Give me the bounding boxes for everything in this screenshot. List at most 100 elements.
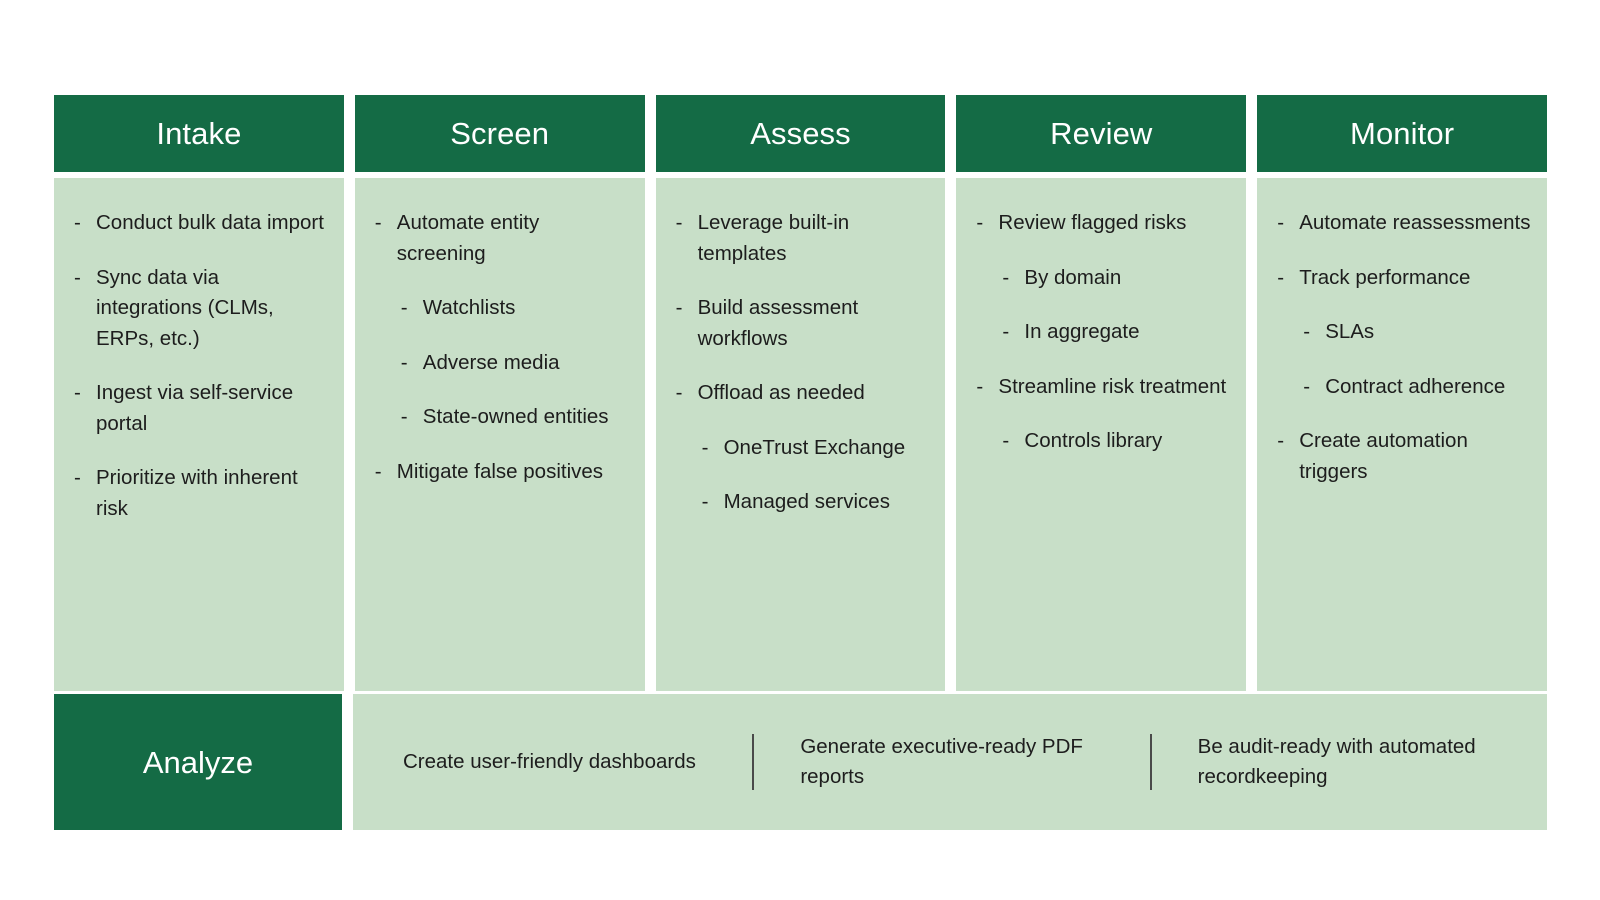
stage-body-screen: - Automate entity screening - Watchlists… [354, 178, 645, 691]
sub-list-item-label: Watchlists [422, 296, 516, 319]
list-item-label: Ingest via self-service portal [96, 381, 294, 435]
list-item-label: Conduct bulk data import [96, 211, 324, 234]
sub-list-item: - Watchlists [401, 293, 631, 324]
analyze-item-label: Be audit-ready with automated recordkeep… [1197, 734, 1476, 789]
list-item-label: Offload as needed [697, 381, 865, 404]
sub-list-item: - Controls library [1002, 426, 1232, 457]
list-item: - Automate entity screening [375, 208, 631, 269]
sub-list-item: - Adverse media [401, 348, 631, 379]
list-item-label: Automate entity screening [396, 211, 540, 265]
dash-bullet-icon: - [400, 296, 408, 319]
dash-bullet-icon: - [675, 296, 683, 319]
dash-bullet-icon: - [701, 435, 709, 459]
stage-header-intake: Intake [54, 95, 344, 172]
dash-bullet-icon: - [400, 405, 408, 428]
list-item: - Review flagged risks [976, 208, 1232, 239]
stage-body-monitor: - Automate reassessments - Track perform… [1257, 178, 1547, 691]
sub-list-item-label: By domain [1024, 265, 1122, 289]
sub-list-item: - State-owned entities [401, 402, 631, 433]
list-item-label: Review flagged risks [998, 211, 1187, 234]
dash-bullet-icon: - [1277, 211, 1285, 234]
dash-bullet-icon: - [1002, 320, 1010, 343]
list-item: - Track performance [1277, 263, 1533, 294]
dash-bullet-icon: - [1002, 429, 1010, 452]
sub-list-item-label: Adverse media [422, 350, 560, 374]
list-item: - Create automation triggers [1277, 426, 1533, 487]
analyze-items: Create user-friendly dashboards Generate… [353, 694, 1547, 830]
list-item: - Leverage built-in templates [676, 208, 932, 269]
list-item-label: Mitigate false positives [396, 459, 604, 483]
stage-column-assess: Assess - Leverage built-in templates - B… [655, 95, 946, 691]
stage-column-screen: Screen - Automate entity screening - Wat… [354, 95, 645, 691]
stage-header-assess: Assess [655, 95, 946, 172]
dash-bullet-icon: - [675, 211, 683, 234]
list-item: - Ingest via self-service portal [74, 378, 330, 439]
list-item: - Mitigate false positives [375, 457, 631, 488]
list-item: - Offload as needed [676, 378, 932, 409]
sub-list-item-label: In aggregate [1024, 320, 1140, 343]
bullet-list-review: - Review flagged risks - By domain - In … [976, 208, 1232, 457]
stage-body-assess: - Leverage built-in templates - Build as… [655, 178, 946, 691]
list-item: - Streamline risk treatment [976, 372, 1232, 403]
sub-list-item: - In aggregate [1002, 317, 1232, 348]
dash-bullet-icon: - [675, 381, 683, 404]
dash-bullet-icon: - [400, 350, 408, 374]
sub-list-item-label: SLAs [1325, 320, 1375, 343]
dash-bullet-icon: - [1002, 265, 1010, 289]
dash-bullet-icon: - [1277, 429, 1285, 452]
dash-bullet-icon: - [74, 265, 81, 289]
list-item: - Prioritize with inherent risk [74, 463, 330, 524]
dash-bullet-icon: - [701, 490, 709, 513]
dash-bullet-icon: - [1303, 320, 1311, 343]
dash-bullet-icon: - [976, 211, 984, 234]
sub-list-item: - By domain [1002, 263, 1232, 294]
dash-bullet-icon: - [74, 211, 81, 234]
list-item-label: Streamline risk treatment [998, 374, 1227, 398]
stage-body-intake: - Conduct bulk data import - Sync data v… [54, 178, 344, 691]
analyze-item-dashboards: Create user-friendly dashboards [353, 694, 752, 830]
analyze-item-recordkeeping: Be audit-ready with automated recordkeep… [1149, 694, 1547, 830]
list-item-label: Create automation triggers [1299, 429, 1468, 483]
list-item-label: Prioritize with inherent risk [96, 466, 298, 520]
analyze-label: Analyze [54, 694, 342, 830]
stage-columns: Intake - Conduct bulk data import - Sync… [54, 95, 1547, 691]
dash-bullet-icon: - [1277, 265, 1285, 289]
stage-header-screen: Screen [354, 95, 645, 172]
sub-list-item-label: State-owned entities [422, 405, 609, 428]
list-item-label: Track performance [1299, 265, 1471, 289]
list-item: - Automate reassessments [1277, 208, 1533, 239]
dash-bullet-icon: - [976, 374, 984, 398]
bullet-list-screen: - Automate entity screening - Watchlists… [375, 208, 631, 487]
list-item-label: Leverage built-in templates [697, 211, 850, 265]
dash-bullet-icon: - [74, 381, 81, 404]
stage-header-review: Review [956, 95, 1247, 172]
stage-column-monitor: Monitor - Automate reassessments - Track… [1257, 95, 1547, 691]
list-item: - Conduct bulk data import [74, 208, 330, 239]
list-item-label: Sync data via integrations (CLMs, ERPs, … [96, 265, 274, 350]
sub-list-item-label: Contract adherence [1325, 374, 1506, 398]
stage-column-intake: Intake - Conduct bulk data import - Sync… [54, 95, 344, 691]
sub-list-item-label: Controls library [1024, 429, 1163, 452]
sub-list-item: - SLAs [1303, 317, 1533, 348]
analyze-item-pdf-reports: Generate executive-ready PDF reports [752, 694, 1149, 830]
dash-bullet-icon: - [374, 211, 382, 234]
sub-list-item: - Contract adherence [1303, 372, 1533, 403]
list-item: - Sync data via integrations (CLMs, ERPs… [74, 263, 330, 355]
list-item: - Build assessment workflows [676, 293, 932, 354]
bullet-list-assess: - Leverage built-in templates - Build as… [676, 208, 932, 518]
dash-bullet-icon: - [1303, 374, 1311, 398]
dash-bullet-icon: - [74, 466, 81, 489]
sub-list-item-label: OneTrust Exchange [723, 435, 906, 459]
list-item-label: Automate reassessments [1299, 211, 1531, 234]
analyze-item-label: Generate executive-ready PDF reports [800, 734, 1083, 789]
sub-list-item: - Managed services [702, 487, 932, 518]
list-item-label: Build assessment workflows [697, 296, 859, 350]
sub-list-item-label: Managed services [723, 490, 890, 513]
bullet-list-intake: - Conduct bulk data import - Sync data v… [74, 208, 330, 524]
dash-bullet-icon: - [374, 459, 382, 483]
bullet-list-monitor: - Automate reassessments - Track perform… [1277, 208, 1533, 487]
sub-list-item: - OneTrust Exchange [702, 433, 932, 464]
analyze-band: Analyze Create user-friendly dashboards … [54, 694, 1547, 830]
stage-body-review: - Review flagged risks - By domain - In … [956, 178, 1247, 691]
